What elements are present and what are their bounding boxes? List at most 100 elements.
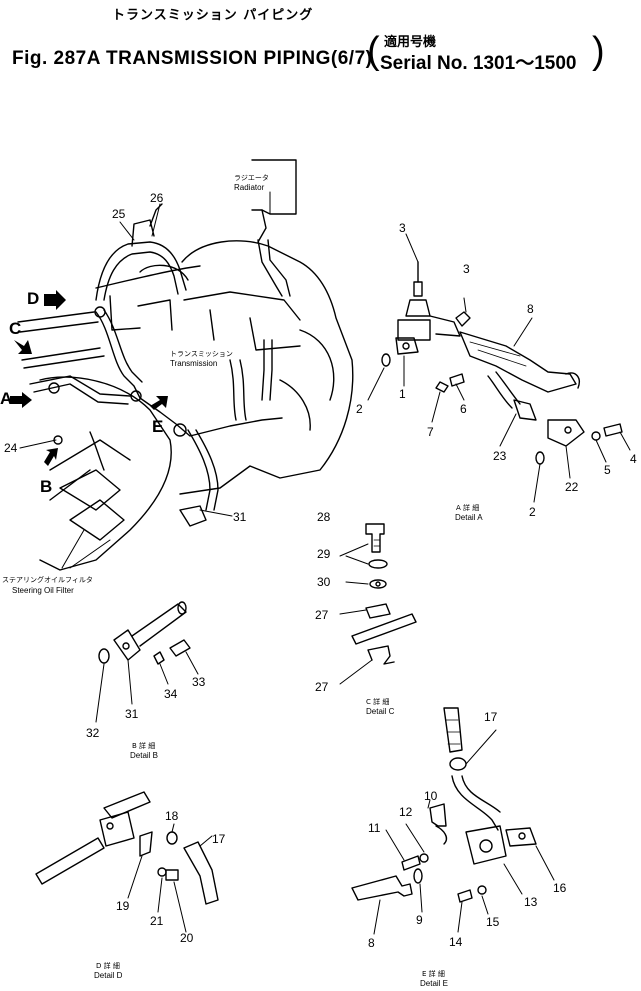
pipe-c-detail bbox=[351, 613, 417, 645]
arrow-d-label: D bbox=[27, 289, 39, 308]
pipe-lower bbox=[21, 347, 105, 369]
transmission-jp: トランスミッション bbox=[170, 350, 233, 358]
main-labels: D C A B E ラジエータ Radiator トランスミッション Trans… bbox=[0, 173, 269, 595]
elbow-22-hole bbox=[564, 426, 572, 434]
callout-12: 12 bbox=[399, 805, 413, 819]
pipe-radiator bbox=[257, 239, 291, 297]
arrow-c-label: C bbox=[9, 319, 21, 338]
callout-32: 32 bbox=[86, 726, 100, 740]
hose-17e bbox=[443, 707, 463, 753]
clamp-27b bbox=[367, 645, 395, 665]
pipe-31 bbox=[187, 429, 219, 511]
leader-12 bbox=[405, 823, 425, 853]
callout-9: 9 bbox=[416, 913, 423, 927]
callout-11: 11 bbox=[368, 821, 381, 835]
callout-17e: 17 bbox=[484, 710, 498, 724]
leader-22 bbox=[565, 445, 571, 479]
leader-31b bbox=[127, 659, 133, 705]
radiator-jp: ラジエータ bbox=[234, 173, 269, 182]
detail-e-view bbox=[351, 707, 555, 935]
leader-27b bbox=[339, 659, 373, 685]
radiator-label: Radiator bbox=[234, 183, 265, 192]
callout-2a: 2 bbox=[356, 402, 363, 416]
detail-a-view bbox=[367, 233, 631, 503]
washer-29 bbox=[368, 559, 388, 569]
pipe-d-top bbox=[103, 791, 151, 819]
fitting-31 bbox=[179, 505, 207, 527]
detail-e-label: Detail E bbox=[420, 979, 448, 988]
washer-34 bbox=[153, 651, 165, 665]
leader-29 bbox=[345, 555, 369, 565]
leader-26 bbox=[151, 203, 161, 237]
callout-27b: 27 bbox=[315, 680, 329, 694]
leader-20 bbox=[173, 881, 187, 933]
callout-19: 19 bbox=[116, 899, 130, 913]
callout-28: 28 bbox=[317, 510, 331, 524]
leader-2a bbox=[367, 367, 385, 401]
leader-10 bbox=[427, 799, 431, 809]
clamp-27a bbox=[365, 603, 391, 619]
elbow-1-outlet bbox=[429, 315, 461, 337]
elbow-1-top bbox=[405, 299, 431, 317]
leader-30 bbox=[345, 581, 369, 585]
washer-12 bbox=[419, 853, 429, 863]
pipe-e bbox=[139, 397, 283, 437]
detail-b-view bbox=[95, 601, 199, 723]
bolt-6 bbox=[449, 373, 465, 387]
fitting-d bbox=[94, 306, 106, 318]
detail-a-label: Detail A bbox=[455, 513, 483, 522]
leader-9 bbox=[419, 883, 423, 913]
leader-14 bbox=[457, 901, 463, 933]
elbow-22 bbox=[547, 419, 585, 447]
leader-17e bbox=[465, 729, 497, 765]
filter-body-lines bbox=[49, 439, 131, 501]
callout-16: 16 bbox=[553, 881, 567, 895]
callout-21: 21 bbox=[150, 914, 164, 928]
arrow-e-label: E bbox=[152, 417, 163, 436]
pipe-c bbox=[17, 311, 99, 333]
detail-b-jp: B 詳 細 bbox=[132, 741, 155, 750]
pipe-d-down bbox=[95, 309, 143, 399]
leader-19 bbox=[127, 855, 143, 899]
leader-25 bbox=[119, 221, 135, 241]
callout-29: 29 bbox=[317, 547, 331, 561]
callout-10: 10 bbox=[424, 789, 438, 803]
detail-c-jp: C 詳 細 bbox=[366, 697, 389, 706]
detail-d-view bbox=[35, 791, 219, 933]
block-13 bbox=[465, 825, 507, 865]
detail-e-jp: E 詳 細 bbox=[422, 969, 445, 978]
leader-3b bbox=[463, 297, 467, 313]
flange-1 bbox=[395, 337, 419, 355]
callout-8e: 8 bbox=[368, 936, 375, 950]
transmission-ribs bbox=[183, 291, 301, 351]
washer-7 bbox=[435, 381, 449, 393]
leader-27a bbox=[339, 609, 367, 615]
view-arrows bbox=[10, 290, 168, 466]
arrow-d-icon bbox=[44, 290, 66, 310]
oring-2a bbox=[381, 353, 391, 367]
oring-18 bbox=[166, 831, 178, 845]
callout-23: 23 bbox=[493, 449, 507, 463]
steering-filter-label: Steering Oil Filter bbox=[12, 586, 74, 595]
pipe-31-detail bbox=[131, 603, 187, 647]
leader-13 bbox=[503, 863, 523, 895]
arrow-e-icon bbox=[150, 396, 168, 410]
leader-26-seg bbox=[149, 203, 163, 227]
callout-6: 6 bbox=[460, 402, 467, 416]
washer-5 bbox=[591, 431, 601, 441]
leader-34 bbox=[159, 663, 169, 685]
bolt-4 bbox=[603, 423, 623, 437]
detail-c-labels: 28 29 30 27 27 C 詳 細 Detail C bbox=[315, 510, 395, 716]
bracket-10-lower bbox=[435, 825, 448, 845]
leader-8e bbox=[373, 899, 381, 935]
washer-30 bbox=[369, 579, 387, 589]
leader-16 bbox=[535, 845, 555, 881]
radiator-hose bbox=[257, 209, 267, 243]
callout-2b: 2 bbox=[529, 505, 536, 519]
lower-housing bbox=[39, 376, 172, 571]
leader-15 bbox=[481, 895, 489, 915]
flange-16-hole bbox=[518, 832, 526, 840]
bolt-3a-head bbox=[413, 281, 423, 297]
detail-d-labels: 18 17 19 21 20 D 詳 細 Detail D bbox=[94, 809, 226, 980]
oring-2b bbox=[535, 451, 545, 465]
